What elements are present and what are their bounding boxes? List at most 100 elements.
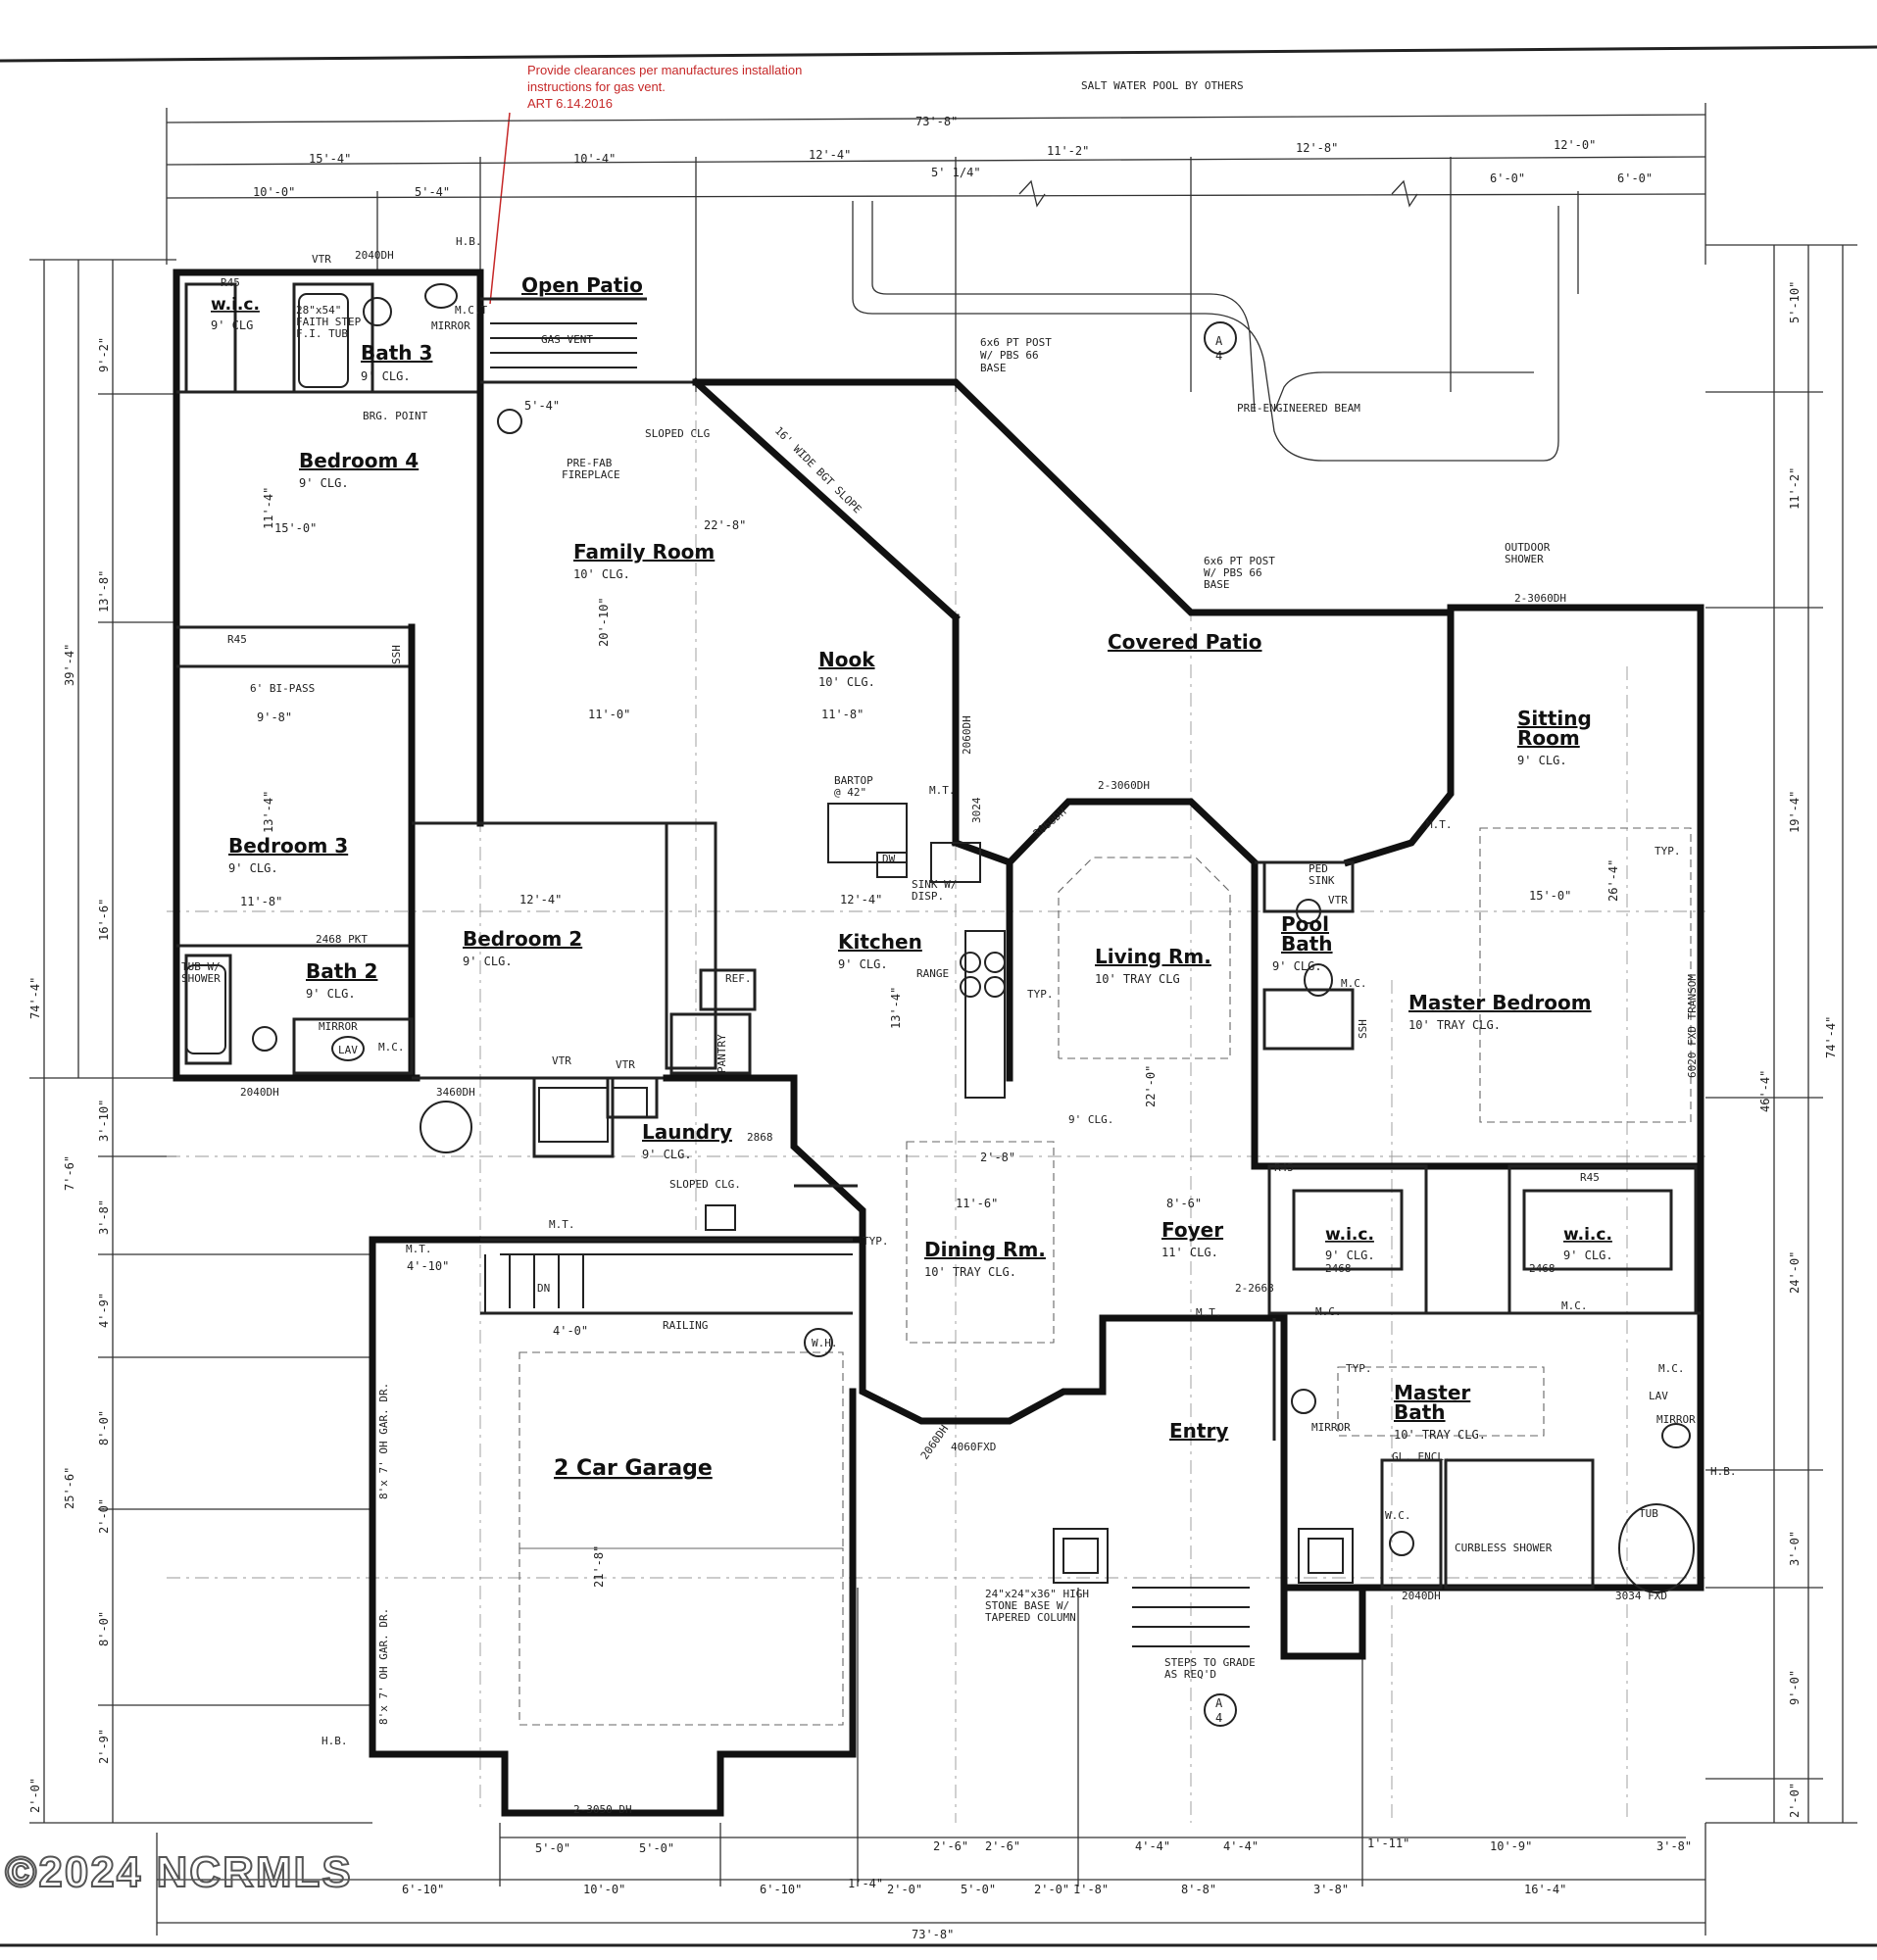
note-gar-dr-2: 8'x 7' OH GAR. DR.: [377, 1608, 390, 1725]
note-dn: DN: [537, 1282, 550, 1295]
rdim-6: 15'-0": [274, 521, 317, 535]
room-sitting-room-clg: 9' CLG.: [1517, 754, 1567, 767]
gas-vent-leader: [489, 112, 511, 305]
room-family-room-clg: 10' CLG.: [573, 567, 630, 581]
rdim-21: 8'-6": [1166, 1197, 1202, 1210]
dim-right-2: 11'-2": [1788, 467, 1802, 510]
room-laundry-clg: 9' CLG.: [642, 1148, 692, 1161]
room-pool-bath: Bath: [1281, 932, 1333, 956]
section-marker-top-letter: A: [1215, 334, 1223, 348]
dim-bot-11: 10'-0": [583, 1883, 625, 1896]
rdim-1: 5'-4": [524, 399, 560, 413]
rdim-13: 13'-4": [889, 987, 903, 1029]
note-tub54: 28"x54": [296, 304, 341, 317]
dim-left-6: 3'-10": [97, 1100, 111, 1142]
dim-bot-15: 5'-0": [961, 1883, 996, 1896]
note-mirror-b3: MIRROR: [431, 319, 470, 332]
note-9clg-center: 9' CLG.: [1068, 1113, 1113, 1126]
dim-bot-9: 3'-8": [1656, 1839, 1692, 1853]
gas-vent-note-line2: instructions for gas vent.: [527, 79, 666, 94]
dim-left-4: 39'-4": [63, 644, 76, 686]
dim-left-15: 2'-0": [28, 1778, 42, 1813]
note-steps-1: STEPS TO GRADE: [1164, 1656, 1256, 1669]
room-labels: Open Patio Bath 3 9' CLG. w.i.c. 9' CLG …: [211, 273, 1613, 1481]
dim-top-10: 6'-0": [1490, 172, 1525, 185]
room-kitchen: Kitchen: [838, 930, 922, 954]
room-bath-2-clg: 9' CLG.: [306, 987, 356, 1001]
note-mc-wic-l: M.C.: [1315, 1305, 1342, 1318]
room-wic-right-clg: 9' CLG.: [1563, 1249, 1613, 1262]
note-lav-mb: LAV: [1649, 1390, 1668, 1402]
note-2060dh-dining: 2060DH: [918, 1423, 951, 1462]
room-pool: Pool: [1281, 912, 1329, 936]
sheet-border-top: [0, 45, 1877, 63]
rdim-14: 15'-0": [1529, 889, 1571, 903]
dim-left-5: 74'-4": [28, 977, 42, 1019]
note-vtr-4: VTR: [1328, 894, 1348, 906]
note-column-3: TAPERED COLUMN: [985, 1611, 1076, 1624]
rdim-3: 20'-10": [597, 597, 611, 647]
dim-left-14: 2'-9": [97, 1729, 111, 1764]
patio-steps: [480, 297, 1250, 1647]
dim-bot-19: 3'-8": [1313, 1883, 1349, 1896]
note-dh3050: 2-3050 DH: [573, 1803, 632, 1816]
note-railing: RAILING: [663, 1319, 708, 1332]
rdim-22: 2'-8": [980, 1151, 1015, 1164]
note-steps-2: AS REQ'D: [1164, 1668, 1216, 1681]
dim-top-1: 15'-4": [309, 152, 351, 166]
note-sink-2: DISP.: [912, 890, 944, 903]
room-living-rm-clg: 10' TRAY CLG: [1095, 972, 1180, 986]
rdim-4: 11'-0": [588, 708, 630, 721]
room-bedroom-4: Bedroom 4: [299, 449, 419, 472]
dim-bot-14: 2'-0": [887, 1883, 922, 1896]
note-wide-slope: 16' WIDE BGT SLOPE: [772, 424, 864, 515]
room-dining-rm-clg: 10' TRAY CLG.: [924, 1265, 1016, 1279]
rdim-12: 12'-4": [840, 893, 882, 906]
room-bath-2: Bath 2: [306, 959, 377, 983]
note-bipass: 6' BI-PASS: [250, 682, 315, 695]
dim-bot-10: 6'-10": [402, 1883, 444, 1896]
dim-top-7: 10'-0": [253, 185, 295, 199]
note-hb-top: H.B.: [456, 235, 482, 248]
tray-ceiling-outlines: [519, 827, 1692, 1726]
dim-bot-7: 1'-11": [1367, 1837, 1409, 1850]
note-dh3060-living: 2-3060DH: [1098, 779, 1150, 792]
dim-top-3: 12'-4": [809, 148, 851, 162]
note-typ-1: TYP.: [1027, 988, 1054, 1001]
section-marker-top-num: 4: [1215, 349, 1222, 363]
rdim-8: 9'-8": [257, 710, 292, 724]
dim-bot-18: 8'-8": [1181, 1883, 1216, 1896]
dim-left-13: 8'-0": [97, 1611, 111, 1646]
dim-left-9: 4'-9": [97, 1293, 111, 1328]
note-dh3060-sitting: 2-3060DH: [1514, 592, 1566, 605]
dim-bot-13: 1'-4": [848, 1877, 883, 1890]
note-prefab: PRE-FAB: [567, 457, 613, 469]
rdim-9: 13'-4": [262, 791, 275, 833]
room-foyer-clg: 11' CLG.: [1161, 1246, 1218, 1259]
note-tub: TUB: [1639, 1507, 1658, 1520]
note-lav-b2: LAV: [338, 1044, 358, 1056]
note-column-1: 24"x24"x36" HIGH: [985, 1588, 1089, 1600]
plan-notes: VTR 2040DH H.B. R45 28"x54" FAITH STEP F…: [181, 235, 1737, 1816]
note-r45-2: R45: [227, 633, 247, 646]
bottom-dimensions: 5'-0" 5'-0" 2'-6" 2'-6" 4'-4" 4'-4" 1'-1…: [156, 1588, 1706, 1941]
note-2040dh-mb: 2040DH: [1402, 1590, 1441, 1602]
dim-right-9: 2'-0": [1788, 1783, 1802, 1818]
room-bath-3: Bath 3: [361, 341, 432, 365]
note-mirror-mb-2: MIRROR: [1656, 1413, 1696, 1426]
room-master: Master: [1394, 1381, 1470, 1404]
rdim-20: 4'-0": [553, 1324, 588, 1338]
note-3034fxd: 3034 FXD: [1615, 1590, 1667, 1602]
note-ssh-2: SSH: [1357, 1019, 1369, 1039]
dim-bot-8: 10'-9": [1490, 1839, 1532, 1853]
rdim-7: 11'-4": [262, 487, 275, 529]
dim-bot-6: 4'-4": [1223, 1839, 1259, 1853]
note-4060fxd: 4060FXD: [951, 1441, 996, 1453]
rdim-15: 26'-4": [1606, 859, 1620, 902]
gas-vent-note-line1: Provide clearances per manufactures inst…: [527, 63, 802, 77]
note-tub-shower-2: SHOWER: [181, 972, 221, 985]
room-garage: 2 Car Garage: [554, 1456, 713, 1481]
rdim-18: 21'-8": [592, 1545, 606, 1588]
room-pool-bath-clg: 9' CLG.: [1272, 959, 1322, 973]
